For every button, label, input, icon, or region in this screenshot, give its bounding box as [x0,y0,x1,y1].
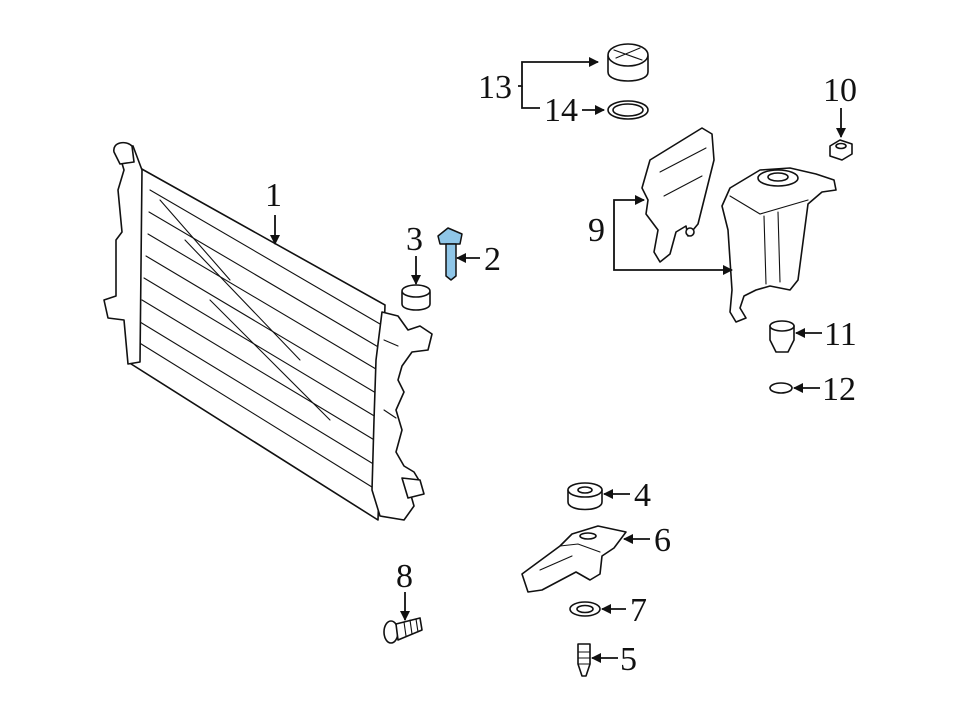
radiator-fins [137,189,382,493]
callout-9: 9 [588,212,605,249]
reservoir-cap-part[interactable] [607,43,649,82]
grommet-part[interactable] [401,284,431,311]
radiator-bracket-part[interactable] [521,525,627,593]
callout-6: 6 [654,522,671,559]
callout-10: 10 [823,72,857,109]
mount-cushion-part[interactable] [567,482,603,511]
callout-4: 4 [634,477,651,514]
callout-13: 13 [478,69,512,106]
callout-5: 5 [620,641,637,678]
callout-7: 7 [630,592,647,629]
nut-part[interactable] [829,139,853,161]
coolant-reservoir-part[interactable] [721,167,837,323]
washer-part[interactable] [569,601,601,617]
callout-3: 3 [406,221,423,258]
small-bolt-part[interactable] [577,643,591,677]
callout-2: 2 [484,241,501,278]
mounting-bolt-part[interactable] [437,227,463,281]
cushion-cap-part[interactable] [769,320,795,353]
leader-lines [270,57,846,663]
callout-numbers: 1 2 3 4 5 6 7 8 9 10 11 12 13 14 [265,69,857,678]
callout-14: 14 [544,92,578,129]
callout-11: 11 [824,316,857,353]
o-ring-part[interactable] [769,382,793,394]
reservoir-bracket-part[interactable] [641,127,715,263]
callout-8: 8 [396,558,413,595]
radiator-part[interactable] [103,141,433,521]
callout-1: 1 [265,177,282,214]
flange-bolt-part[interactable] [383,617,423,644]
cap-seal-part[interactable] [607,100,649,120]
callout-12: 12 [822,371,856,408]
